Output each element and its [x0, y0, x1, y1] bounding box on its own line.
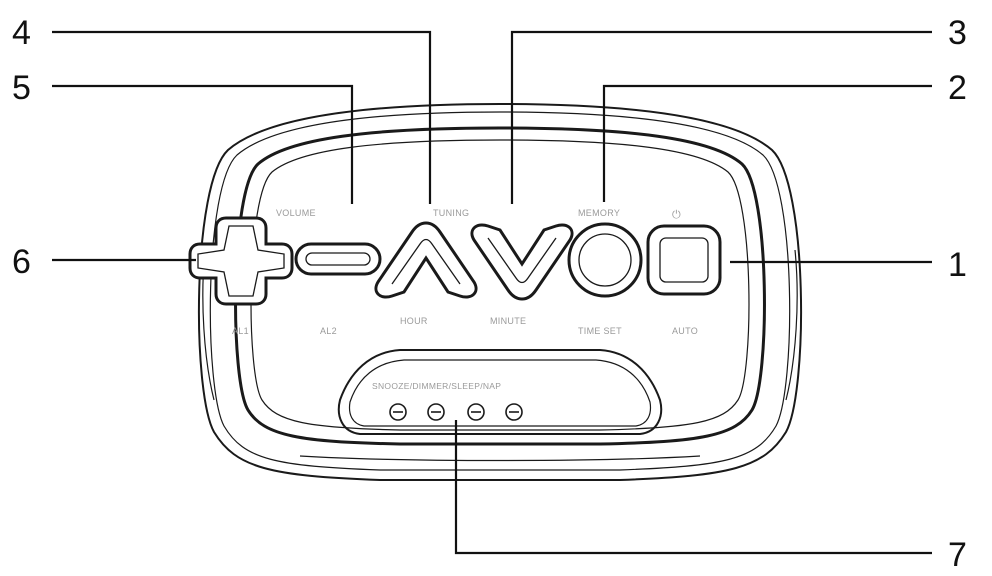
leader-lines [52, 30, 932, 555]
sleep-button[interactable] [467, 403, 485, 421]
leader-2 [602, 84, 932, 202]
minus-circle-icon [389, 403, 407, 421]
callout-5: 5 [12, 69, 31, 107]
panel-face [250, 139, 750, 431]
minus-circle-icon [505, 403, 523, 421]
outer-shell [197, 102, 803, 481]
bottom-base-line [299, 455, 701, 462]
panel-rim [234, 126, 766, 446]
leader-5 [52, 84, 354, 204]
leader-7 [454, 420, 932, 555]
snooze-button[interactable] [389, 403, 407, 421]
callout-4: 4 [12, 14, 31, 52]
memory-button[interactable] [567, 222, 643, 298]
bottom-buttons-label: SNOOZE/DIMMER/SLEEP/NAP [372, 381, 501, 391]
nap-button[interactable] [505, 403, 523, 421]
plus-button[interactable] [188, 216, 294, 306]
device-body [197, 102, 803, 481]
al2-label: AL2 [320, 326, 337, 336]
up-button[interactable] [374, 221, 478, 299]
callout-6: 6 [12, 243, 31, 281]
auto-label: AUTO [672, 326, 698, 336]
right-side-shade [785, 249, 798, 401]
minus-icon [294, 242, 382, 276]
tray-outer [337, 349, 663, 435]
leader-3 [510, 30, 932, 204]
minus-circle-icon [467, 403, 485, 421]
bottom-tray [337, 349, 663, 435]
down-button[interactable] [470, 223, 574, 301]
outer-shell-inner-line [209, 111, 791, 471]
tuning-label: TUNING [433, 208, 469, 218]
circle-icon [567, 222, 643, 298]
square-icon [646, 224, 722, 296]
callout-3: 3 [948, 14, 967, 52]
minus-circle-icon [427, 403, 445, 421]
callout-2: 2 [948, 69, 967, 107]
callout-7: 7 [948, 536, 967, 574]
down-arrow-icon [470, 223, 574, 301]
leader-4 [52, 30, 432, 204]
panel-labels: VOLUME TUNING MEMORY ⏻ AL1 AL2 HOUR MINU… [232, 208, 698, 391]
memory-label: MEMORY [578, 208, 620, 218]
power-icon: ⏻ [672, 208, 681, 221]
minus-button[interactable] [294, 242, 382, 276]
callout-1: 1 [948, 246, 967, 284]
minute-label: MINUTE [490, 316, 526, 326]
plus-icon [188, 216, 294, 306]
al1-label: AL1 [232, 326, 249, 336]
callout-numbers: 1 2 3 4 5 6 7 [12, 14, 967, 574]
volume-label: VOLUME [276, 208, 316, 218]
bottom-buttons [389, 403, 523, 421]
hour-label: HOUR [400, 316, 428, 326]
time-set-label: TIME SET [578, 326, 622, 336]
tray-inner [348, 359, 652, 427]
power-button[interactable] [646, 224, 722, 296]
dimmer-button[interactable] [427, 403, 445, 421]
up-arrow-icon [374, 221, 478, 299]
